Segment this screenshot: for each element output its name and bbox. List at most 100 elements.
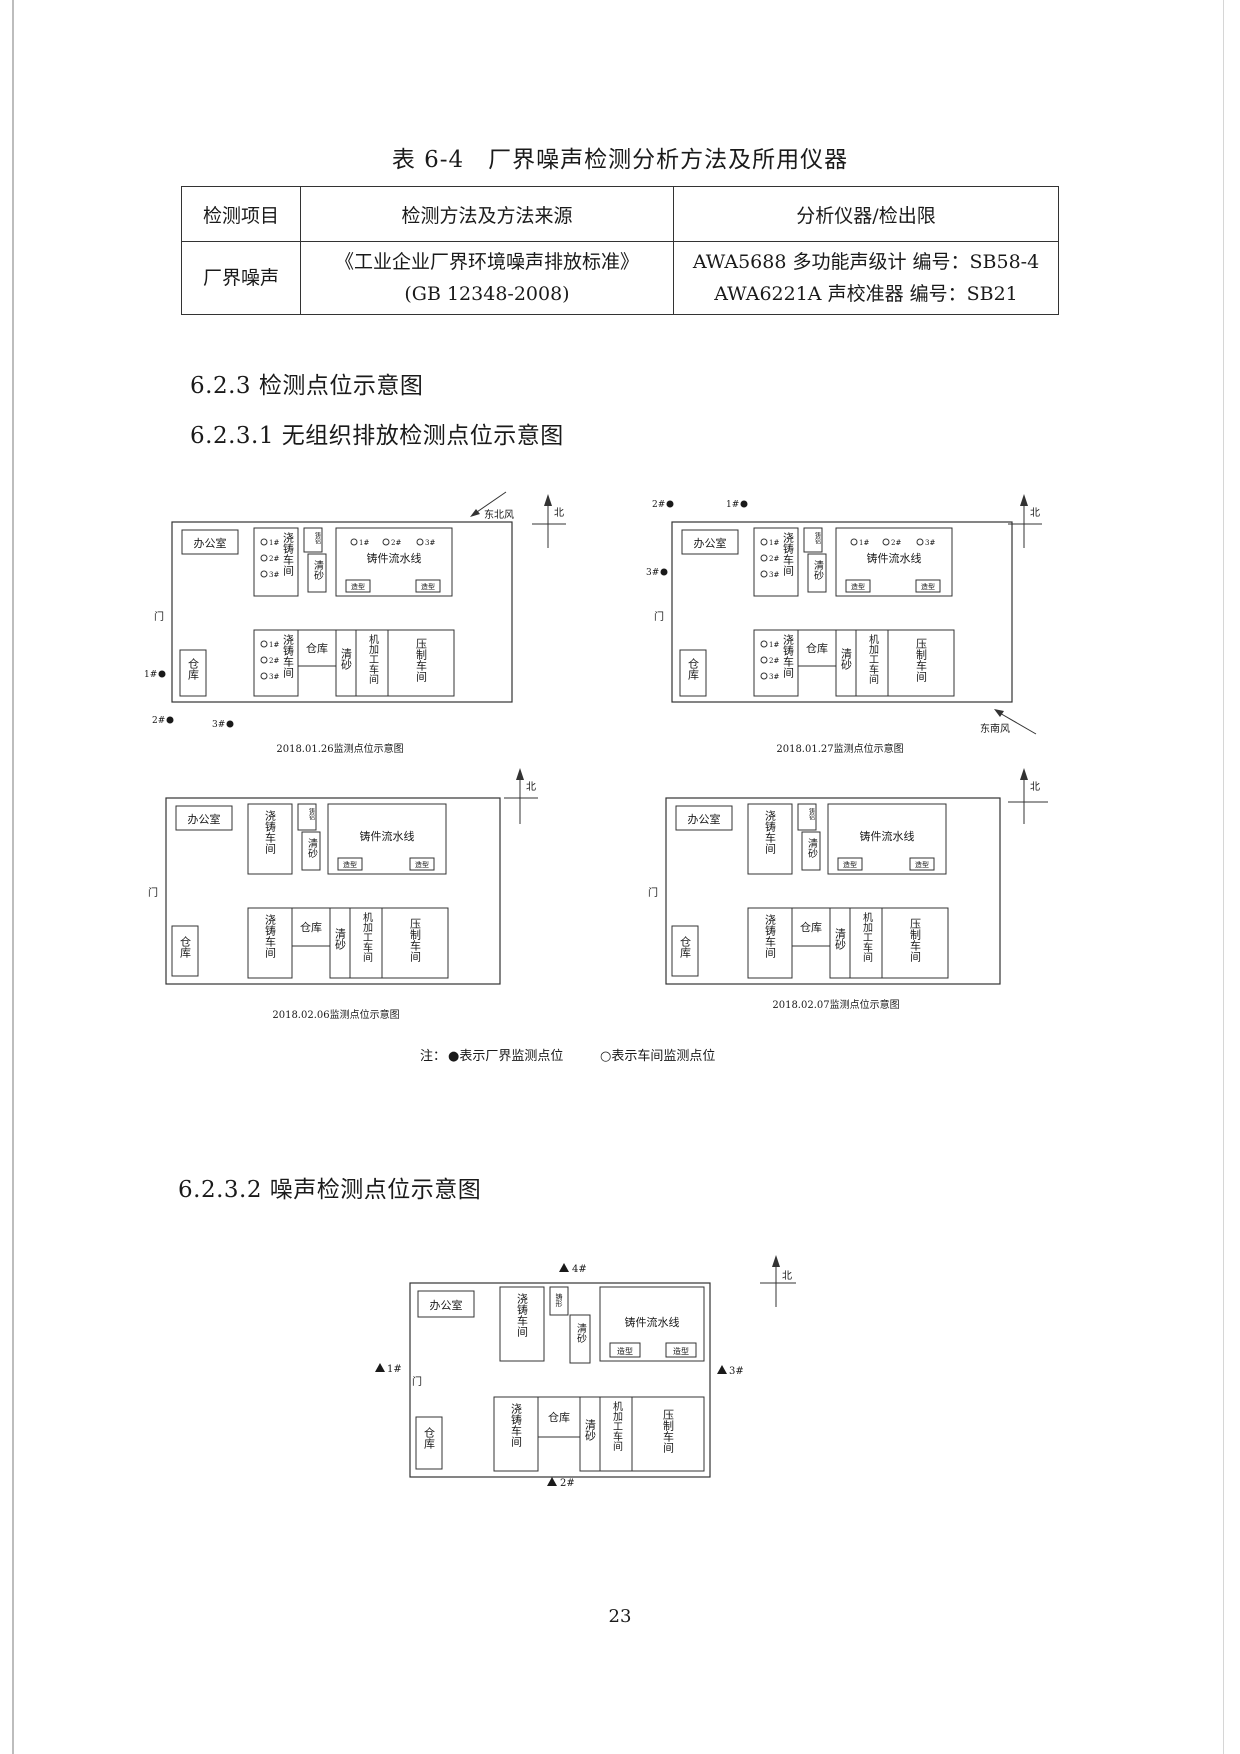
workshop-point-line2-label: 2#	[891, 539, 901, 547]
north-label: 北	[554, 507, 564, 519]
north-arrow-icon	[1020, 494, 1028, 506]
pour-workshop-north	[753, 527, 799, 597]
cast-al-label: 铸铝	[308, 807, 315, 821]
warehouse-small-label: 仓库	[687, 657, 700, 681]
north-indicator: 北	[504, 768, 538, 824]
factory-layout: 办公室 浇铸车间 铸铝 清砂 铸件流水线 造型 造型 门 仓库 浇铸车间 仓库 …	[648, 797, 1001, 985]
office	[181, 529, 239, 555]
cleaning-south-label: 清砂	[340, 648, 353, 671]
molding-box-2	[415, 579, 441, 593]
office	[675, 805, 733, 831]
casting-line	[599, 1286, 705, 1362]
site-boundary	[665, 797, 1001, 985]
workshop-point-line1-label: 1#	[359, 539, 369, 547]
section-6-2-3-2: 6.2.3.2 噪声检测点位示意图	[178, 1177, 482, 1203]
workshop-point-s2-label: 2#	[269, 657, 279, 665]
warehouse-small-label: 仓库	[187, 657, 200, 681]
molding-label-1: 造型	[843, 860, 857, 869]
office-label: 办公室	[188, 812, 221, 826]
workshop-point-s3-label: 3#	[269, 673, 279, 681]
cast-shape-label: 铸形	[555, 1292, 563, 1308]
warehouse-small-label: 仓库	[179, 935, 192, 959]
north-label: 北	[526, 781, 536, 793]
north-label: 北	[1030, 781, 1040, 793]
diagram-caption: 2018.02.06监测点位示意图	[272, 1008, 399, 1021]
workshop-point-n1	[760, 538, 768, 546]
boundary-point-2	[166, 716, 174, 724]
header-method: 检测方法及方法来源	[300, 186, 674, 242]
workshop-point-s1	[260, 640, 268, 648]
molding-label-2: 造型	[915, 860, 929, 869]
pressing-workshop	[387, 629, 455, 697]
warehouse-mid-label: 仓库	[306, 641, 328, 655]
diagram-caption: 2018.01.27监测点位示意图	[776, 742, 903, 755]
workshop-point-n2-label: 2#	[769, 555, 779, 563]
workshop-point-n1-label: 1#	[769, 539, 779, 547]
workshop-point-s1-label: 1#	[769, 641, 779, 649]
wind-arrow-head-icon	[994, 709, 1004, 717]
pressing-label: 压制车间	[662, 1409, 675, 1454]
workshop-point-line3	[916, 538, 924, 546]
workshop-point-n2-label: 2#	[269, 555, 279, 563]
cast-shape-box	[549, 1286, 569, 1316]
warehouse-small	[679, 649, 707, 697]
noise-point-2-icon	[547, 1477, 557, 1486]
north-arrow-icon	[772, 1255, 780, 1267]
workshop-point-line3-label: 3#	[425, 539, 435, 547]
noise-point-1-icon	[375, 1363, 385, 1372]
wind-arrow	[997, 711, 1037, 735]
instrument-line-2: AWA6221A 声校准器 编号：SB21	[714, 283, 1018, 305]
north-arrow-icon	[1020, 768, 1028, 780]
cleaning-north	[307, 553, 327, 593]
workshop-point-line3	[416, 538, 424, 546]
workshop-point-s3	[260, 672, 268, 680]
workshop-point-s3-label: 3#	[769, 673, 779, 681]
machining-label: 机加工车间	[361, 911, 373, 963]
warehouse-mid-label: 仓库	[300, 920, 322, 934]
pour-workshop-north	[247, 803, 293, 875]
boundary-points: 2# 1# 3#	[646, 500, 748, 578]
pressing-workshop	[631, 1396, 705, 1472]
noise-point-3-icon	[717, 1365, 727, 1374]
cast-al-box	[303, 527, 323, 553]
cast-al-label: 铸铝	[314, 531, 321, 545]
pressing-label: 压制车间	[915, 638, 928, 683]
factory-layout: 办公室 浇铸车间 铸铝 清砂 铸件流水线 造型 造型 门 仓库 浇铸车间 仓库 …	[154, 521, 513, 703]
cleaning-south-label: 清砂	[334, 928, 347, 951]
noise-point-4-label: 4#	[572, 1264, 587, 1275]
boundary-point-1-label: 1#	[726, 500, 739, 510]
cleaning-north-label: 清砂	[575, 1322, 587, 1344]
wind-indicator: 东南风	[980, 709, 1037, 735]
noise-diagram: 办公室 浇铸车间 铸形 清砂 铸件流水线 造型 造型 门 仓库 浇铸车间 仓库 …	[375, 1255, 796, 1489]
warehouse-small	[671, 925, 699, 977]
workshop-point-line3-label: 3#	[925, 539, 935, 547]
cleaning-north-label: 清砂	[806, 837, 818, 859]
workshop-point-line1	[350, 538, 358, 546]
north-arrow-icon	[544, 494, 552, 506]
method-table: 检测项目 检测方法及方法来源 分析仪器/检出限 厂界噪声 《工业企业厂界环境噪声…	[181, 186, 1059, 315]
molding-box-2	[665, 1342, 697, 1358]
cast-al-box	[797, 803, 817, 831]
casting-line	[827, 803, 947, 875]
site-boundary	[409, 1282, 711, 1478]
workshop-point-s3	[760, 672, 768, 680]
boundary-point-3	[226, 720, 234, 728]
warehouse-small	[415, 1416, 443, 1470]
north-arrow-icon	[516, 768, 524, 780]
office	[681, 529, 739, 555]
factory-layout: 办公室 浇铸车间 铸形 清砂 铸件流水线 造型 造型 门 仓库 浇铸车间 仓库 …	[409, 1282, 711, 1478]
section-6-2-3-1: 6.2.3.1 无组织排放检测点位示意图	[190, 423, 564, 449]
instrument-line-1: AWA5688 多功能声级计 编号：SB58-4	[692, 251, 1040, 273]
pressing-workshop	[887, 629, 955, 697]
workshop-point-n3-label: 3#	[769, 571, 779, 579]
gate-label: 门	[648, 886, 658, 899]
cleaning-north-label: 清砂	[306, 837, 318, 859]
workshop-point-n2	[760, 554, 768, 562]
casting-line-label: 铸件流水线	[367, 551, 422, 565]
boundary-point-2	[666, 500, 674, 508]
noise-point-4-icon	[559, 1263, 569, 1272]
noise-points: 4# 1# 3# 2#	[375, 1263, 744, 1489]
cast-al-label: 铸铝	[814, 531, 821, 545]
diagram-caption: 2018.02.07监测点位示意图	[772, 998, 899, 1011]
boundary-point-3-label: 3#	[646, 568, 659, 578]
